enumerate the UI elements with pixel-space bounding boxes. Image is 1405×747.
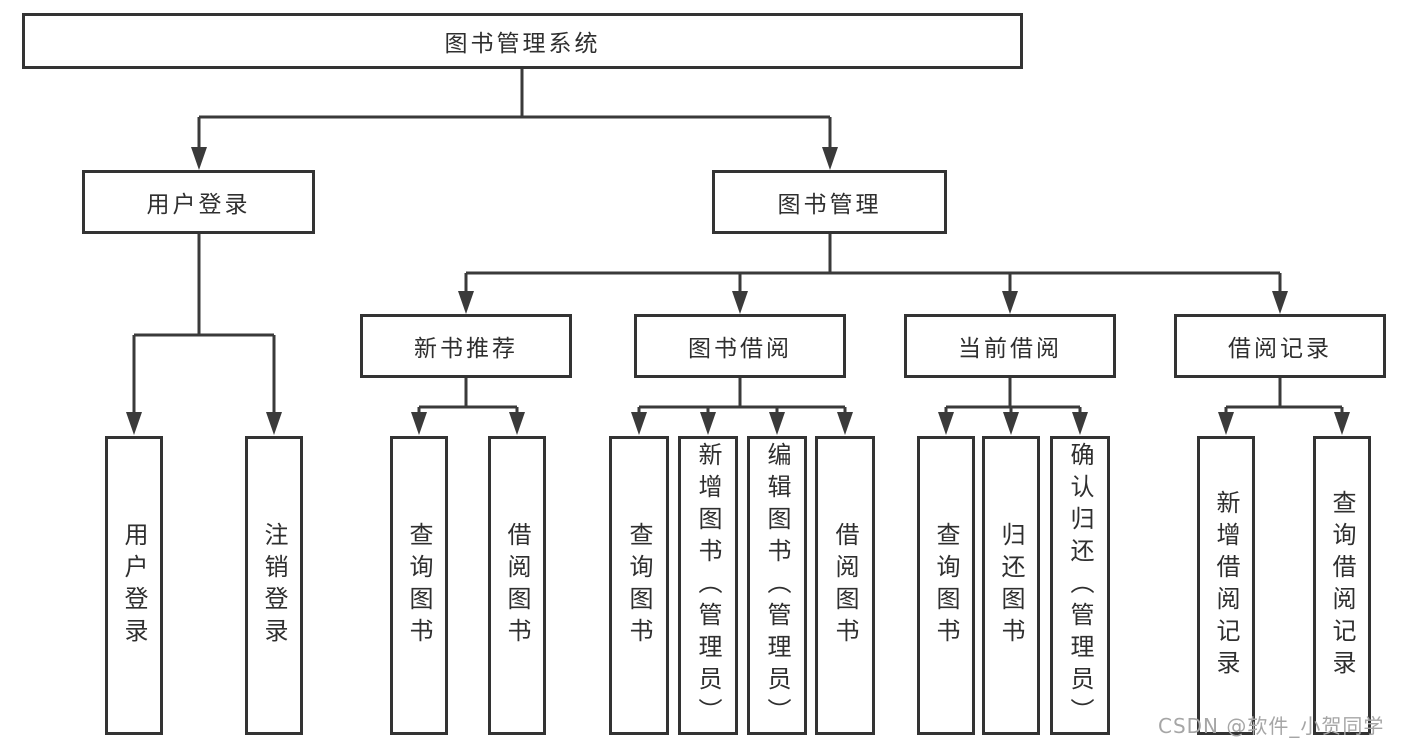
- node-library-system: 图书管理系统: [22, 13, 1023, 69]
- leaf-add-book-admin: 新增图书（管理员）: [678, 436, 738, 735]
- leaf-borrow-books-borrowing: 借阅图书: [815, 436, 875, 735]
- leaf-borrow-books-recommend: 借阅图书: [488, 436, 546, 735]
- leaf-query-books-current: 查询图书: [917, 436, 975, 735]
- node-borrowing-records: 借阅记录: [1174, 314, 1386, 378]
- leaf-logout-login: 注销登录: [245, 436, 303, 735]
- leaf-query-books-recommend: 查询图书: [390, 436, 448, 735]
- csdn-watermark: CSDN @软件_小贺同学: [1158, 714, 1385, 738]
- leaf-query-books-borrowing: 查询图书: [609, 436, 669, 735]
- leaf-return-books: 归还图书: [982, 436, 1040, 735]
- node-new-book-recommend: 新书推荐: [360, 314, 572, 378]
- node-book-management: 图书管理: [712, 170, 947, 234]
- leaf-query-borrow-record: 查询借阅记录: [1313, 436, 1371, 735]
- node-current-borrowing: 当前借阅: [904, 314, 1116, 378]
- leaf-user-login: 用户登录: [105, 436, 163, 735]
- leaf-confirm-return-admin: 确认归还（管理员）: [1050, 436, 1110, 735]
- leaf-add-borrow-record: 新增借阅记录: [1197, 436, 1255, 735]
- node-book-borrowing: 图书借阅: [634, 314, 846, 378]
- arrowheads: [126, 147, 1350, 435]
- leaf-edit-book-admin: 编辑图书（管理员）: [747, 436, 807, 735]
- node-user-login: 用户登录: [82, 170, 315, 234]
